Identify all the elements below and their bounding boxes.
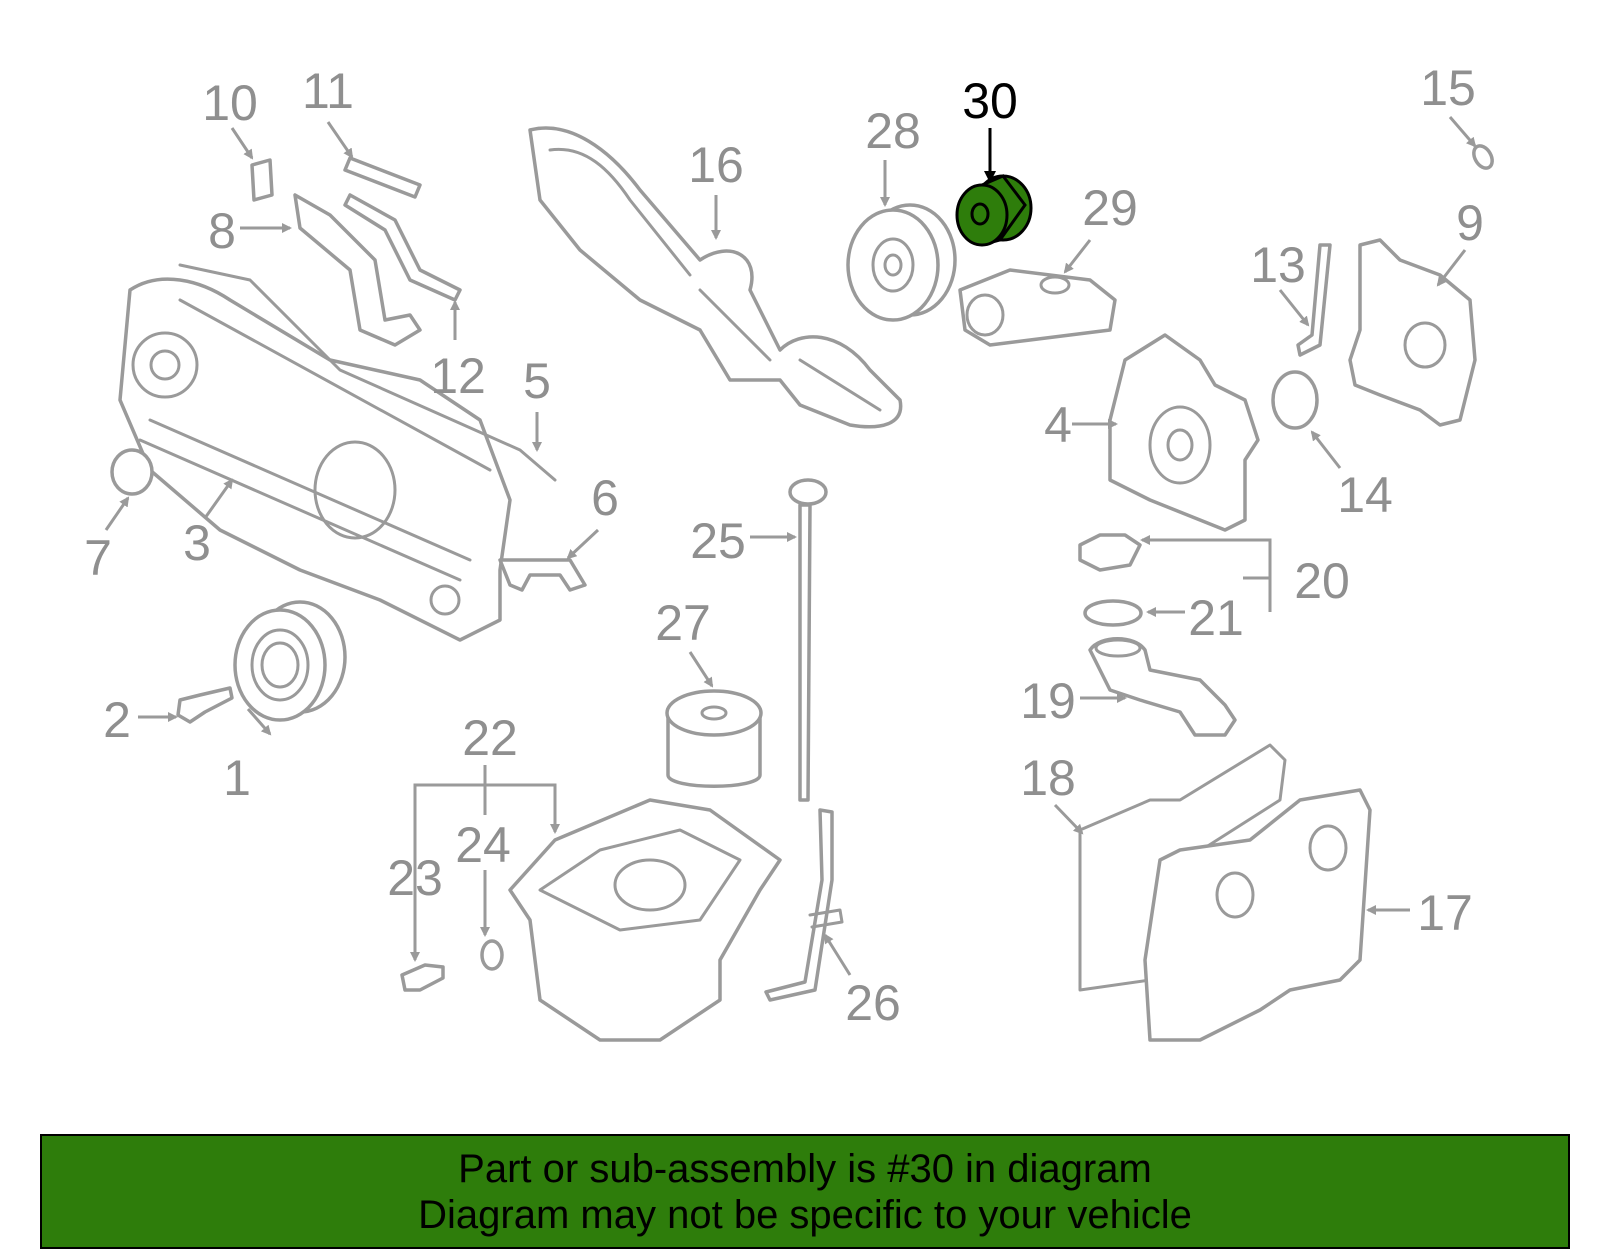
- callout-12: 12: [430, 348, 486, 404]
- part-23-drain-bolt: [400, 963, 445, 992]
- callout-5: 5: [523, 353, 551, 409]
- part-10-block: [250, 158, 274, 202]
- callout-22: 22: [462, 710, 518, 766]
- part-1-pulley: [233, 600, 347, 722]
- callout-7: 7: [84, 530, 112, 586]
- part-15-small-ring: [1472, 144, 1494, 170]
- parts-diagram: 1 2 3 4 5 6 7 8 9 10 11 12 13 14 15 16 1…: [84, 60, 1494, 1042]
- caption-line-1: Part or sub-assembly is #30 in diagram: [458, 1147, 1152, 1191]
- part-8-seal: [293, 193, 422, 347]
- part-3-timing-cover: [118, 277, 512, 642]
- part-11-strip: [343, 156, 422, 199]
- callout-8: 8: [208, 203, 236, 259]
- part-7-plug: [110, 448, 154, 496]
- callout-4: 4: [1044, 397, 1072, 453]
- part-21-washer: [1083, 599, 1143, 627]
- part-9-cover-plate: [1348, 238, 1477, 427]
- callout-1: 1: [223, 750, 251, 806]
- caption-line-2: Diagram may not be specific to your vehi…: [418, 1193, 1192, 1237]
- callout-21: 21: [1188, 590, 1244, 646]
- callout-29: 29: [1082, 180, 1138, 236]
- part-26-dipstick-tube: [764, 808, 844, 1002]
- part-29-tensioner: [958, 268, 1117, 347]
- part-20-filler-cap: [1078, 533, 1142, 572]
- callout-25: 25: [690, 513, 746, 569]
- callout-18: 18: [1020, 750, 1076, 806]
- part-18-gasket: [1078, 743, 1287, 992]
- callout-14: 14: [1337, 467, 1393, 523]
- part-14-o-ring: [1271, 370, 1319, 430]
- callout-labels: 1 2 3 4 5 6 7 8 9 10 11 12 13 14 15 16 1…: [84, 60, 1484, 1031]
- part-24-washer: [480, 939, 504, 971]
- callout-16: 16: [688, 137, 744, 193]
- part-25-dipstick: [788, 478, 828, 802]
- part-19-filler-tube: [1088, 637, 1237, 737]
- callout-26: 26: [845, 975, 901, 1031]
- callout-20: 20: [1294, 553, 1350, 609]
- callout-15: 15: [1420, 60, 1476, 116]
- callout-13: 13: [1250, 237, 1306, 293]
- caption-banner: Part or sub-assembly is #30 in diagram D…: [40, 1134, 1570, 1249]
- callout-30-highlighted: 30: [962, 73, 1018, 129]
- callout-17: 17: [1417, 885, 1473, 941]
- callout-19: 19: [1020, 673, 1076, 729]
- callout-9: 9: [1456, 195, 1484, 251]
- callout-23: 23: [387, 850, 443, 906]
- part-17-valve-cover: [1143, 788, 1372, 1042]
- callout-3: 3: [183, 515, 211, 571]
- part-5-gasket: [178, 263, 557, 482]
- part-13-strip: [1296, 243, 1332, 357]
- leader-lines: [104, 116, 1477, 976]
- callout-2: 2: [103, 692, 131, 748]
- callout-27: 27: [655, 595, 711, 651]
- part-4-rear-cover: [1108, 333, 1260, 532]
- part-2-bolt: [176, 686, 234, 724]
- part-22-oil-pan: [508, 798, 782, 1042]
- callout-28: 28: [865, 103, 921, 159]
- part-16-timing-belt: [528, 126, 903, 429]
- callout-6: 6: [591, 470, 619, 526]
- callout-10: 10: [202, 75, 258, 131]
- callout-24: 24: [455, 817, 511, 873]
- part-30-idler-highlighted: [955, 174, 1033, 247]
- part-27-oil-filter: [665, 689, 763, 788]
- part-28-sprocket: [846, 203, 957, 322]
- part-6-bracket: [498, 558, 587, 592]
- callout-11: 11: [302, 63, 354, 119]
